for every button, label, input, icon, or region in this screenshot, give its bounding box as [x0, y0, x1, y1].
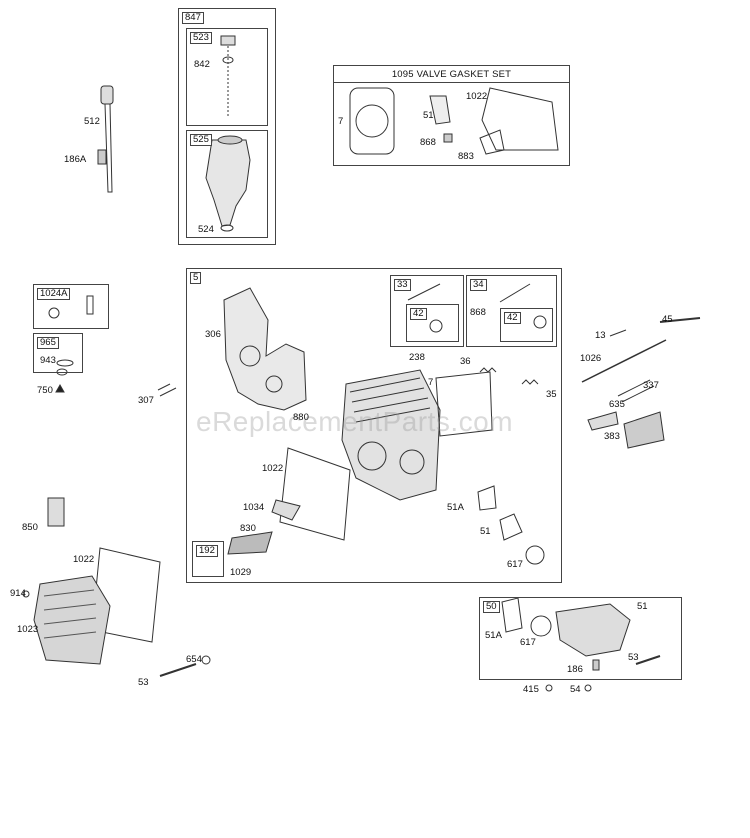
box-5: 5 [186, 268, 562, 583]
callout-750: 750 [37, 385, 53, 396]
box-847: 847 [178, 8, 276, 245]
box-523: 523 [186, 28, 268, 126]
box-523-tag: 523 [190, 32, 212, 44]
gasket-51-mid [499, 513, 523, 541]
callout-337: 337 [643, 380, 659, 391]
box-192-tag: 192 [196, 545, 218, 557]
callout-7-gasket-set: 7 [338, 116, 344, 127]
dipstick-tube-512 [97, 85, 114, 193]
callout-842: 842 [194, 59, 210, 70]
box-847-tag: 847 [182, 12, 204, 24]
callout-186a: 186A [64, 154, 87, 165]
breather-307 [157, 383, 177, 397]
intake-manifold-50 [501, 597, 661, 671]
callout-1029: 1029 [230, 567, 252, 578]
cylinder-head [341, 369, 441, 501]
callout-830: 830 [240, 523, 256, 534]
callout-524: 524 [198, 224, 214, 235]
callout-51-gasket-set: 51 [423, 110, 434, 121]
callout-307: 307 [138, 395, 154, 406]
box-42b-tag: 42 [504, 312, 521, 324]
dipstick-842 [220, 35, 236, 118]
head-gasket-7 [435, 371, 493, 437]
oring-617-mid [525, 545, 545, 565]
callout-868-mid: 868 [470, 307, 486, 318]
callout-617-mid: 617 [507, 559, 523, 570]
callout-1023: 1023 [17, 624, 39, 635]
callout-51a-bot: 51A [485, 630, 502, 641]
callout-1034: 1034 [243, 502, 265, 513]
callout-943: 943 [40, 355, 56, 366]
valve-34 [499, 283, 531, 303]
gasket-1022-mid [279, 447, 351, 541]
box-5-tag: 5 [190, 272, 202, 284]
box-valve-gasket-set: 1095 VALVE GASKET SET [333, 65, 570, 166]
box-192: 192 [192, 541, 224, 577]
callout-45: 45 [662, 314, 673, 325]
box-525: 525 [186, 130, 268, 238]
oil-fill-tube-525 [205, 135, 251, 232]
box-1024a-tag: 1024A [37, 288, 71, 300]
box-42a: 42 [406, 304, 459, 342]
callout-54: 54 [570, 684, 581, 695]
callout-1022-mid: 1022 [262, 463, 284, 474]
callout-53-right: 53 [628, 652, 639, 663]
part-1029 [227, 531, 273, 555]
rocker-cover-1023 [22, 547, 161, 665]
box-33: 33 [390, 275, 464, 347]
callout-7-mid: 7 [428, 377, 434, 388]
callout-51-mid: 51 [480, 526, 491, 537]
callout-13: 13 [595, 330, 606, 341]
callout-654: 654 [186, 654, 202, 665]
box-34: 34 [466, 275, 557, 347]
box-50-tag: 50 [483, 601, 500, 613]
callout-415: 415 [523, 684, 539, 695]
callout-617-bot: 617 [520, 637, 536, 648]
box-965-tag: 965 [37, 337, 59, 349]
callout-306: 306 [205, 329, 221, 340]
callout-1026: 1026 [580, 353, 602, 364]
callout-51-bot: 51 [637, 601, 648, 612]
callout-868-gasket-set: 868 [420, 137, 436, 148]
callout-53-bot: 53 [138, 677, 149, 688]
callout-35: 35 [546, 389, 557, 400]
part-850 [47, 497, 65, 527]
box-965: 965 [33, 333, 83, 373]
right-side-parts [581, 317, 701, 449]
box-50: 50 [479, 597, 682, 680]
bolt-53 [159, 663, 197, 677]
box-33-tag: 33 [394, 279, 411, 291]
callout-883: 883 [458, 151, 474, 162]
callout-36: 36 [460, 356, 471, 367]
callout-186: 186 [567, 664, 583, 675]
watermark: eReplacementParts.com [196, 406, 514, 437]
callout-914: 914 [10, 588, 26, 599]
box-34-tag: 34 [470, 279, 487, 291]
box-525-tag: 525 [190, 134, 212, 146]
valve-gasket-set-art [349, 87, 559, 155]
callout-238: 238 [409, 352, 425, 363]
callout-512: 512 [84, 116, 100, 127]
air-guide-306 [223, 287, 307, 411]
callout-1022-bot: 1022 [73, 554, 95, 565]
box-42a-tag: 42 [410, 308, 427, 320]
box-1024a: 1024A [33, 284, 109, 329]
callout-51a-mid: 51A [447, 502, 464, 513]
callout-635: 635 [609, 399, 625, 410]
callout-850: 850 [22, 522, 38, 533]
valve-gasket-set-header: 1095 VALVE GASKET SET [391, 69, 512, 80]
box-42b: 42 [500, 308, 553, 342]
valve-33 [407, 283, 441, 301]
callout-1022-gasket-set: 1022 [466, 91, 488, 102]
callout-880: 880 [293, 412, 309, 423]
callout-383: 383 [604, 431, 620, 442]
gasket-51a-mid [477, 485, 497, 511]
plate-1034 [271, 499, 301, 521]
